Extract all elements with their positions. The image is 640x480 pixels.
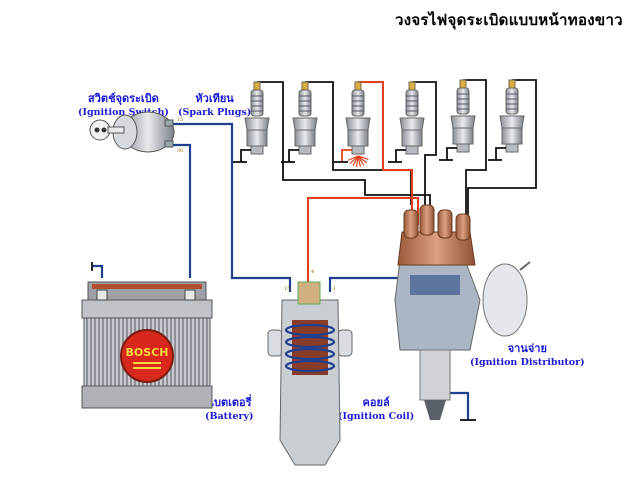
plug-ground-wire <box>341 149 352 162</box>
battery-label: แบตเตอรี่ (Battery) <box>205 396 254 424</box>
distributor-label: จานจ่าย (Ignition Distributor) <box>470 342 585 370</box>
high-voltage-wires <box>307 81 419 285</box>
ground-symbols <box>91 262 476 421</box>
spark-plugs-label-english: (Spark Plugs) <box>178 107 252 118</box>
coil-windings <box>284 323 336 373</box>
battery-brand: BOSCH <box>126 346 169 359</box>
coil-terminal-15: 15 <box>284 286 290 292</box>
wire-distributor-ground <box>450 391 470 420</box>
spark-plug-3 <box>334 81 371 167</box>
plug-ground-wire <box>240 149 251 162</box>
ignition-coil-label-thai: คอยล์ <box>362 396 390 409</box>
spark-plug-6 <box>488 79 525 161</box>
ignition-coil-label: คอยล์ (Ignition Coil) <box>338 396 414 424</box>
plug-ground-wire <box>288 149 299 162</box>
battery-positive-terminal <box>184 289 196 301</box>
battery-negative-terminal <box>96 289 108 301</box>
spark-plug-2 <box>281 81 318 163</box>
lead-plug-5 <box>463 79 487 215</box>
lead-plug-4 <box>412 81 437 208</box>
lead-plug-6 <box>467 79 537 218</box>
battery-label-thai: แบตเตอรี่ <box>206 396 252 409</box>
plug-ground-wire <box>446 147 457 160</box>
spark-plugs <box>233 79 525 167</box>
ignition-switch[interactable]: 15 30 <box>89 111 183 154</box>
spark-plug-1 <box>233 81 270 163</box>
spark-icon <box>347 155 369 167</box>
coil-terminal-4: 4 <box>311 269 314 275</box>
ignition-coil-label-english: (Ignition Coil) <box>338 411 415 422</box>
switch-terminal-30: 30 <box>177 148 183 154</box>
coil-terminal-1: 1 <box>333 286 336 292</box>
wire-switch-to-coil <box>172 122 292 292</box>
distributor-label-thai: จานจ่าย <box>507 342 547 355</box>
plug-leads <box>257 79 537 218</box>
key-icon <box>89 119 125 141</box>
plug-ground-wire <box>495 147 506 160</box>
lead-plug-1 <box>257 81 431 212</box>
spark-plugs-label-thai: หัวเทียน <box>195 92 234 105</box>
wire-switch-to-battery <box>172 143 192 278</box>
coil-to-distributor-hv <box>307 197 419 285</box>
diagram-title: วงจรไฟจุดระเบิดแบบหน้าทองขาว <box>395 11 623 29</box>
battery-label-english: (Battery) <box>205 411 254 422</box>
ignition-switch-label-english: (Ignition Switch) <box>78 107 169 118</box>
plug-ground-wire <box>395 149 406 162</box>
switch-terminal-15: 15 <box>177 117 183 123</box>
battery: BOSCH <box>81 281 213 409</box>
spark-plug-4 <box>388 81 425 163</box>
wire-battery-ground <box>92 264 104 278</box>
ignition-switch-label-thai: สวิตช์จุดระเบิด <box>88 92 159 105</box>
distributor <box>394 204 531 420</box>
lead-plug-3-firing <box>358 81 413 215</box>
spark-plugs-label: หัวเทียน (Spark Plugs) <box>178 92 251 120</box>
spark-plug-5 <box>439 79 476 161</box>
distributor-label-english: (Ignition Distributor) <box>470 357 585 368</box>
ignition-coil: 15 4 1 <box>267 269 353 466</box>
ignition-switch-label: สวิตช์จุดระเบิด (Ignition Switch) <box>78 92 169 120</box>
